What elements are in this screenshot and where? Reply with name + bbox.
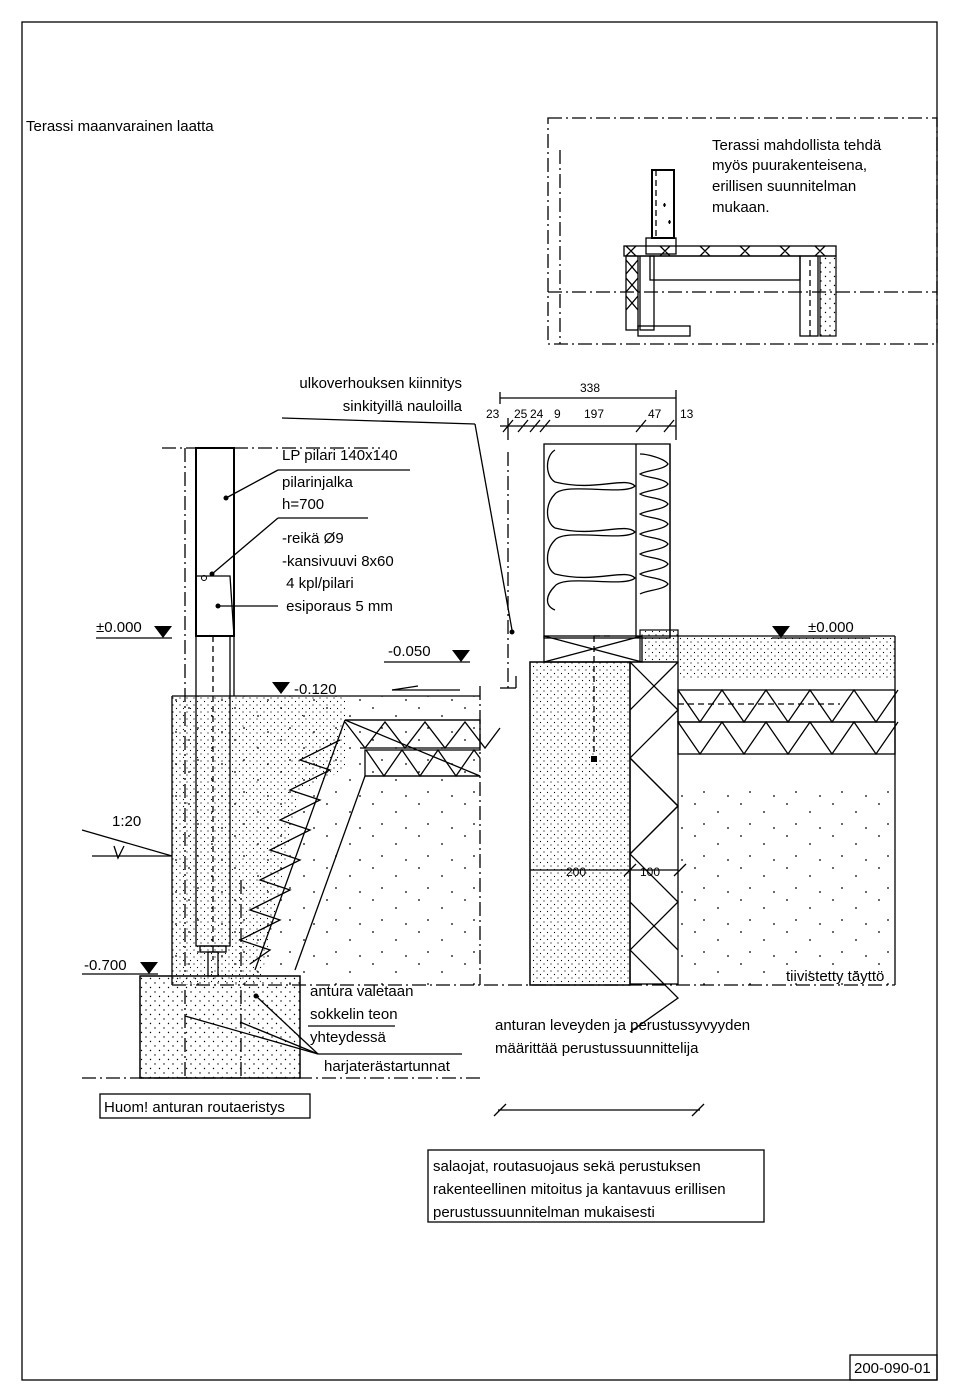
dim-25: 25 [514, 407, 528, 421]
title-note: Terassi maanvarainen laatta [26, 118, 214, 135]
slope-label: 1:20 [112, 813, 141, 830]
width-note-1: anturan leveyden ja perustussyvyyden [495, 1017, 750, 1034]
fixing-note-1: ulkoverhouksen kiinnitys [299, 375, 462, 392]
bolt-note-3: 4 kpl/pilari [282, 575, 354, 592]
footing-note-3: yhteydessä [310, 1029, 387, 1046]
design-note-2: rakenteellinen mitoitus ja kantavuus eri… [433, 1181, 726, 1198]
rebar-note: harjaterästartunnat [324, 1058, 451, 1075]
inset-note-4: mukaan. [712, 199, 770, 216]
footing-note-1: antura valetaan [310, 983, 413, 1000]
fill-note: tiivistetty täyttö [786, 968, 884, 985]
bolt-note-2: -kansivuuvi 8x60 [282, 553, 394, 570]
dim-24: 24 [530, 407, 544, 421]
inset-detail [547, 117, 938, 345]
design-note-1: salaojat, routasuojaus sekä perustuksen [433, 1158, 701, 1175]
dim-foundation-100: 100 [640, 865, 660, 879]
dim-total: 338 [580, 381, 600, 395]
foundation-wall [529, 635, 631, 986]
fixing-note-2: sinkityillä nauloilla [343, 398, 463, 415]
dim-13: 13 [680, 407, 694, 421]
frost-note-box [99, 1093, 311, 1119]
level-markers [81, 626, 870, 975]
footing [82, 975, 480, 1079]
frost-note: Huom! anturan routaeristys [104, 1099, 285, 1116]
inset-note-2: myös puurakenteisena, [712, 157, 867, 174]
inset-note-1: Terassi mahdollista tehdä [712, 137, 882, 154]
level-minus-120: -0.120 [294, 681, 337, 698]
post-note: LP pilari 140x140 [282, 447, 398, 464]
level-right-zero: ±0.000 [808, 619, 854, 636]
base-note-1: pilarinjalka [282, 474, 354, 491]
terrace-post [162, 447, 380, 977]
labels: Terassi maanvarainen laatta Terassi mahd… [26, 118, 938, 1381]
bolt-note-1: -reikä Ø9 [282, 530, 344, 547]
width-note-2: määrittää perustussuunnittelija [495, 1040, 699, 1057]
dim-9: 9 [554, 407, 561, 421]
dim-foundation-200: 200 [566, 865, 586, 879]
dim-23: 23 [486, 407, 500, 421]
design-note-box [427, 1149, 765, 1223]
level-minus-050: -0.050 [388, 643, 431, 660]
bolt-note-4: esiporaus 5 mm [282, 598, 393, 615]
dim-47: 47 [648, 407, 662, 421]
house-wall [500, 443, 679, 690]
sheet-border [21, 21, 938, 1381]
drawing-number: 200-090-01 [854, 1360, 931, 1377]
dimension-lines [493, 390, 705, 1117]
design-note-3: perustussuunnitelman mukaisesti [433, 1204, 655, 1221]
footing-note-2: sokkelin teon [310, 1006, 398, 1023]
dim-197: 197 [584, 407, 604, 421]
drawing-number-box [849, 1354, 938, 1381]
leader-lines [184, 417, 515, 1055]
level-minus-700: -0.700 [84, 957, 127, 974]
inset-note-3: erillisen suunnitelman [712, 178, 856, 195]
base-note-2: h=700 [282, 496, 324, 513]
level-left-zero: ±0.000 [96, 619, 142, 636]
